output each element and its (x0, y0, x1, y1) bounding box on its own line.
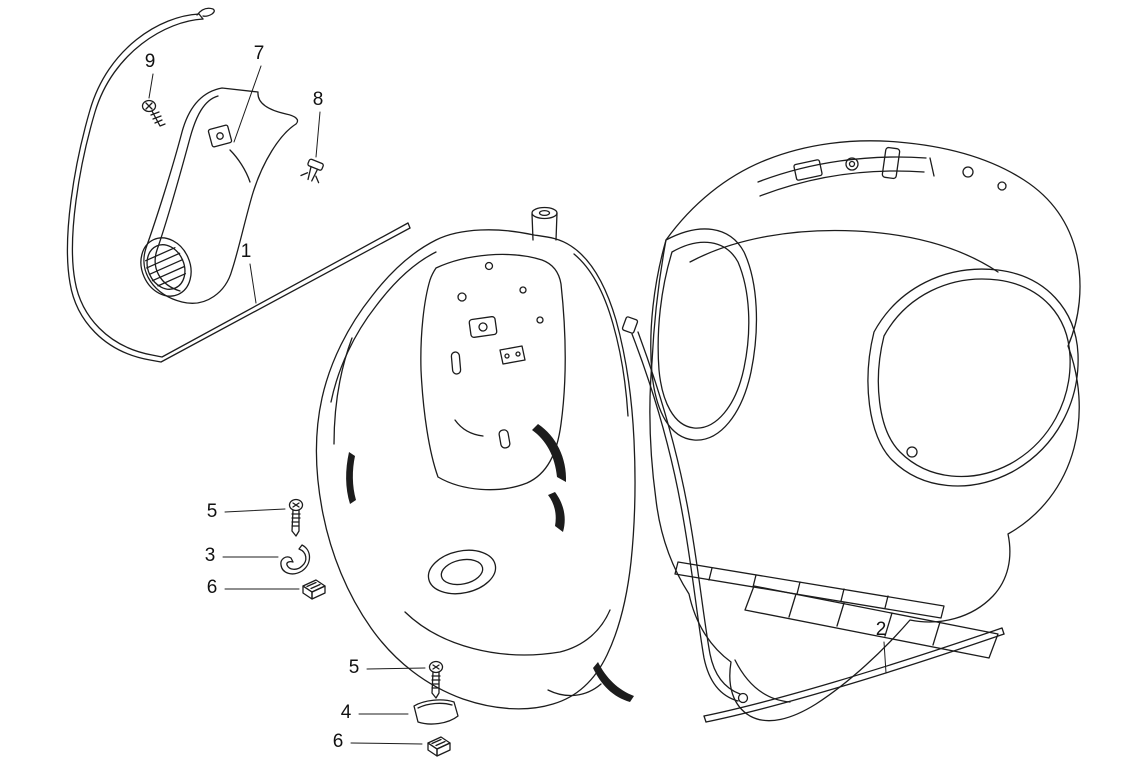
screw-part-5-upper (288, 498, 304, 537)
hook-part-3 (281, 545, 310, 574)
horn-cover-part-7 (132, 88, 298, 304)
horn-grille (132, 230, 200, 304)
callout-leader-8 (316, 112, 320, 157)
steering-tube (532, 208, 557, 241)
trim-strip-part-2 (704, 628, 1004, 722)
front-shield-drawing (316, 208, 635, 709)
clip-part-6-upper (302, 579, 326, 600)
callout-leader-1 (250, 264, 256, 303)
clip-part-6-lower (427, 736, 451, 757)
shield-horn-recess (424, 544, 499, 599)
callout-leader-7 (234, 66, 261, 142)
trim-strip-part-1 (67, 8, 410, 362)
horn-cover-clip-detail (208, 125, 232, 148)
horn-cover-inner-line (155, 96, 218, 291)
callout-leader-9 (149, 74, 153, 98)
screw-part-5-lower (428, 660, 444, 699)
horn-cover-detail-line (230, 150, 250, 182)
clip-part-8 (301, 158, 326, 184)
rear-body-drawing (622, 141, 1080, 721)
callout-leader-2 (884, 642, 886, 673)
side-panel (868, 269, 1078, 486)
trim-strip-hook-end (197, 8, 214, 16)
screw-part-9 (143, 101, 166, 127)
trim-strip-end-caps (199, 14, 410, 228)
brake-cable (622, 316, 748, 702)
callout-leader-lines (149, 66, 886, 744)
rear-frame-tubes (758, 147, 1006, 196)
mudflap-part-4 (414, 700, 458, 724)
floorboard-rails (675, 562, 998, 658)
shield-dark-accents (346, 424, 634, 702)
shield-panel-details (451, 263, 543, 449)
callout-leader-5 (367, 668, 425, 669)
callout-leader-5 (225, 509, 285, 512)
callout-leader-6 (351, 743, 422, 744)
